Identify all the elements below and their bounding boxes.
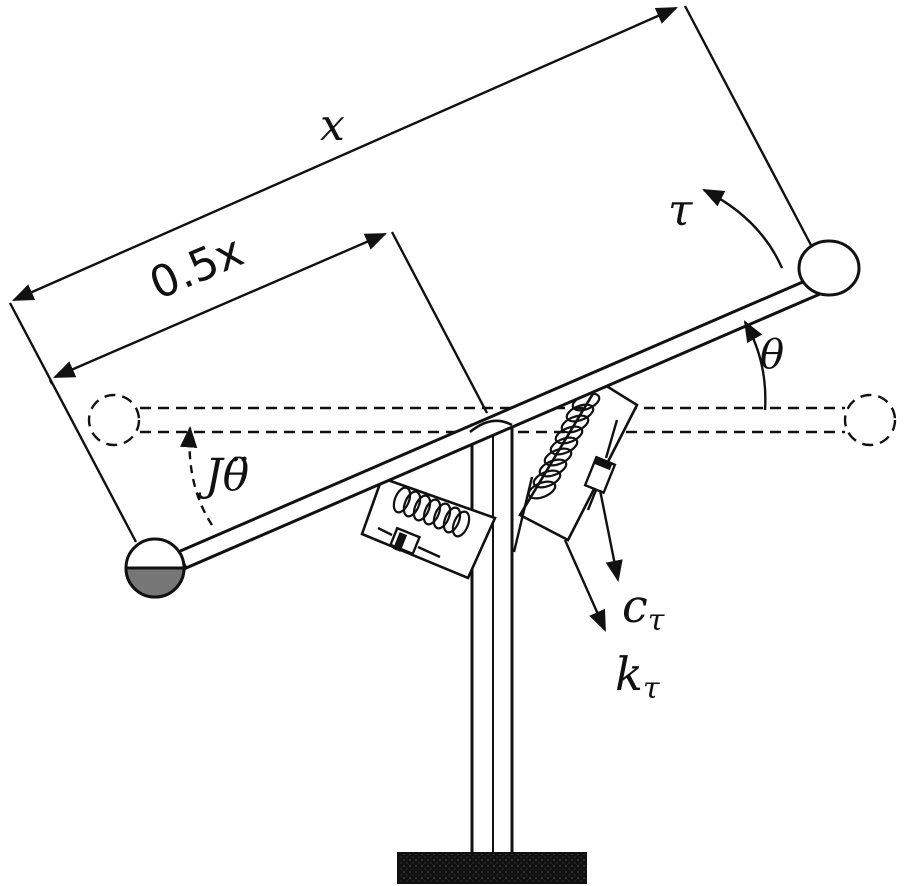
label-inertia: Jθ̈ bbox=[197, 450, 249, 501]
label-stiffness-sub: τ bbox=[643, 671, 660, 706]
dimension-half-x bbox=[48, 231, 489, 414]
left-spring-damper bbox=[360, 476, 497, 580]
label-damping-sub: τ bbox=[648, 603, 665, 638]
stiffness-leader bbox=[563, 539, 607, 632]
inertia-arrow bbox=[180, 425, 214, 526]
label-stiffness: kτ bbox=[615, 647, 660, 706]
damping-leader bbox=[598, 489, 623, 583]
mass-right bbox=[797, 239, 861, 297]
angle-arrow bbox=[743, 320, 767, 411]
label-inertia-theta: θ̈ bbox=[223, 450, 250, 501]
label-angle: θ bbox=[760, 332, 784, 378]
label-inertia-j: J bbox=[197, 450, 225, 501]
reference-mass-left bbox=[87, 393, 141, 447]
label-damping-c: c bbox=[622, 579, 648, 633]
label-damping: cτ bbox=[622, 579, 665, 638]
support-post bbox=[470, 423, 514, 867]
torque-arrow bbox=[702, 188, 784, 269]
ground-base bbox=[397, 852, 587, 884]
label-length-half-x: 0.5x bbox=[142, 226, 250, 310]
reference-mass-right bbox=[843, 393, 897, 447]
label-length-x: x bbox=[320, 100, 345, 151]
label-stiffness-k: k bbox=[615, 647, 643, 701]
mass-left bbox=[124, 537, 186, 599]
label-torque: τ bbox=[668, 185, 693, 236]
